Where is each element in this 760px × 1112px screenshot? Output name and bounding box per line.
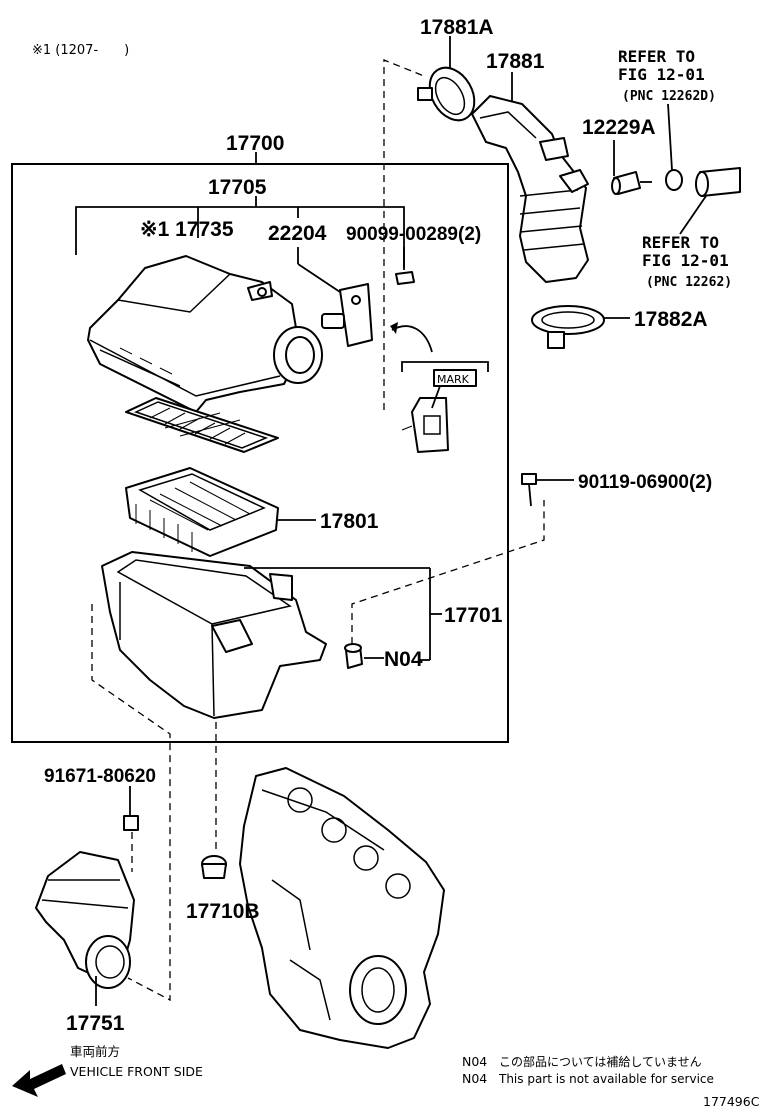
air-cleaner-cap-illustration — [87, 255, 323, 413]
assembly-17700-frame — [11, 163, 509, 743]
label-17882a: 17882A — [634, 308, 708, 331]
label-90099-00289: 90099-00289(2) — [346, 224, 481, 245]
footnote-jp-code: N04 — [462, 1054, 487, 1069]
refer-note-1-line2: FIG 12-01 — [618, 65, 705, 84]
hose-clamp-17881a-illustration — [417, 36, 476, 122]
intake-duct-17751-illustration — [35, 851, 135, 1006]
grommet-n04-illustration — [344, 643, 430, 669]
label-17881a: 17881A — [420, 16, 494, 39]
label-17710b: 17710B — [186, 900, 260, 923]
hose-clamp-17882a-illustration — [531, 305, 630, 349]
refer-note-2-line3: (PNC 12262) — [646, 275, 732, 290]
bolt-90119-illustration — [521, 473, 574, 507]
footnote-en-code: N04 — [462, 1071, 487, 1086]
label-17705: 17705 — [208, 176, 267, 199]
air-cleaner-case-illustration — [101, 551, 442, 719]
screw-90099-illustration — [395, 247, 415, 285]
label-90119-06900: 90119-06900(2) — [578, 472, 712, 493]
mark-label: MARK — [437, 373, 470, 386]
label-n04: N04 — [384, 648, 423, 671]
footnote-en-text: This part is not available for service — [498, 1072, 714, 1086]
front-direction-arrow-icon — [12, 1064, 66, 1097]
cap-mesh-illustration — [125, 397, 279, 453]
label-17735: ※1 17735 — [140, 218, 234, 241]
refer-hose-illustration — [665, 103, 741, 235]
refer-note-2-line2: FIG 12-01 — [642, 251, 729, 270]
label-17701: 17701 — [444, 604, 503, 627]
refer-note-1-line1: REFER TO — [618, 47, 695, 66]
air-filter-element-illustration — [125, 467, 316, 557]
grommet-17710b-illustration — [201, 722, 227, 879]
direction-english: VEHICLE FRONT SIDE — [70, 1064, 203, 1079]
refer-note-1-line3: (PNC 12262D) — [622, 89, 716, 104]
label-12229a: 12229A — [582, 116, 656, 139]
label-17881: 17881 — [486, 50, 545, 73]
clip-91671-illustration — [123, 786, 139, 872]
intake-hose-17881-illustration — [471, 72, 589, 283]
mark-detail-illustration: MARK — [401, 361, 489, 453]
refer-note-2-line1: REFER TO — [642, 233, 719, 252]
label-91671-80620: 91671-80620 — [44, 766, 156, 787]
variant-note: ※1 (1207- ) — [32, 43, 129, 58]
label-17751: 17751 — [66, 1012, 125, 1035]
label-17801: 17801 — [320, 510, 379, 533]
label-17700: 17700 — [226, 132, 284, 155]
fitting-12229a-illustration — [611, 140, 652, 195]
bracket-17705 — [75, 206, 405, 268]
mass-air-flow-sensor-illustration — [297, 247, 373, 347]
direction-japanese: 車両前方 — [70, 1044, 120, 1059]
illustration-id: 177496C — [703, 1094, 760, 1109]
engine-illustration — [239, 767, 445, 1049]
footnote-jp-text: この部品については補給していません — [499, 1054, 702, 1069]
label-22204: 22204 — [268, 222, 327, 245]
